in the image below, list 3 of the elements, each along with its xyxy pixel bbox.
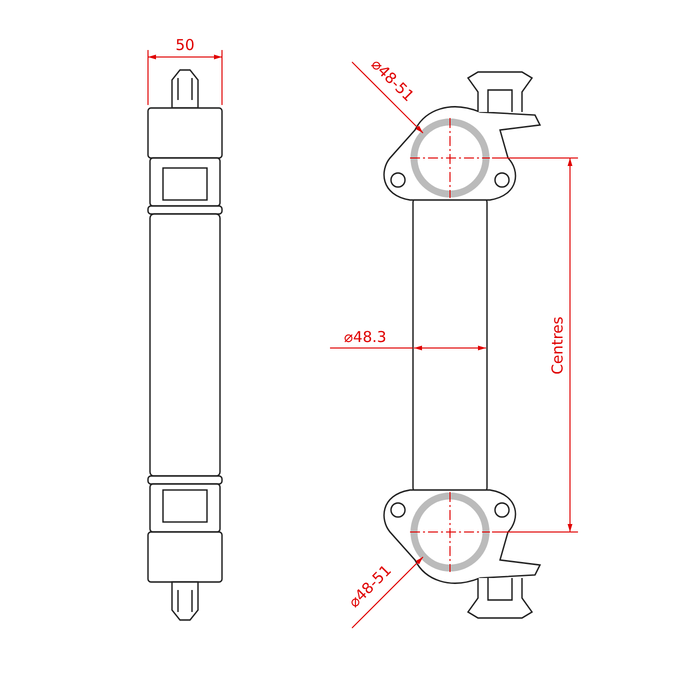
dimension-label: 50	[176, 38, 195, 52]
dimension-label: Centres	[550, 316, 566, 374]
diameter-label: ⌀48.3	[344, 330, 386, 344]
